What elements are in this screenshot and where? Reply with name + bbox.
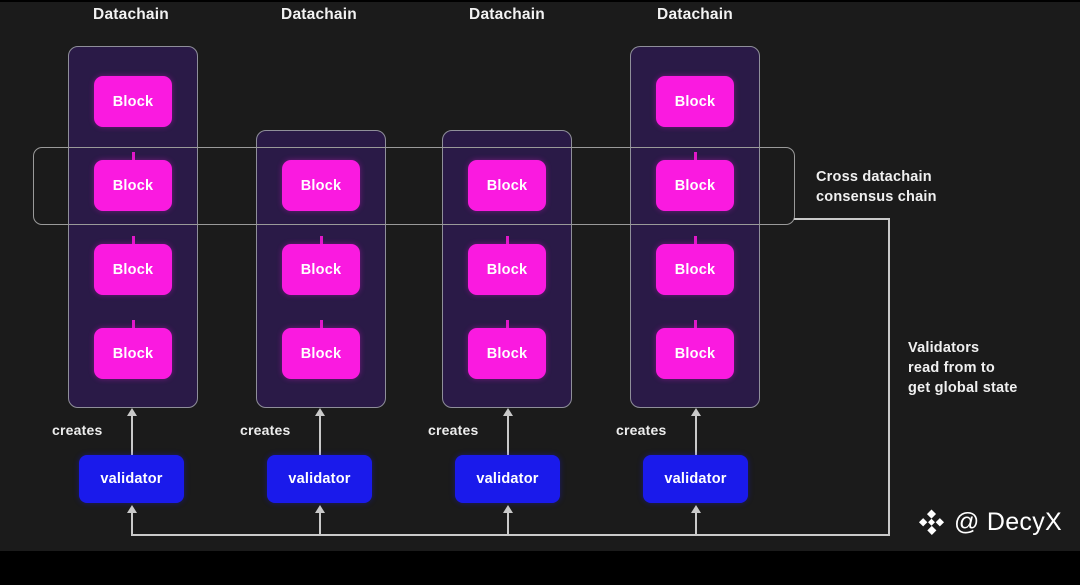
block[interactable]: Block bbox=[94, 328, 172, 379]
block[interactable]: Block bbox=[468, 160, 546, 211]
block[interactable]: Block bbox=[282, 244, 360, 295]
creates-arrow-head-3 bbox=[503, 408, 513, 416]
creates-arrow-head-4 bbox=[691, 408, 701, 416]
datachain-container-2[interactable]: Block Block Block bbox=[256, 130, 386, 408]
diagram-background: Datachain Datachain Datachain Datachain … bbox=[0, 2, 1080, 551]
validator-box-3[interactable]: validator bbox=[455, 455, 560, 503]
creates-arrow-line-2 bbox=[319, 416, 321, 455]
validator-box-4[interactable]: validator bbox=[643, 455, 748, 503]
binance-diamond-icon bbox=[918, 509, 944, 535]
creates-label-4: creates bbox=[616, 422, 667, 438]
read-arrow-line-4 bbox=[695, 513, 697, 535]
block[interactable]: Block bbox=[656, 76, 734, 127]
creates-label-2: creates bbox=[240, 422, 291, 438]
block[interactable]: Block bbox=[656, 244, 734, 295]
validator-box-1[interactable]: validator bbox=[79, 455, 184, 503]
block[interactable]: Block bbox=[94, 160, 172, 211]
watermark-handle: @ DecyX bbox=[953, 508, 1062, 536]
datachain-title-3: Datachain bbox=[469, 6, 545, 23]
global-state-bus-line bbox=[131, 534, 889, 536]
watermark: @ DecyX bbox=[918, 508, 1062, 537]
datachain-container-4[interactable]: Block Block Block Block bbox=[630, 46, 760, 408]
read-arrow-head-4 bbox=[691, 505, 701, 513]
creates-label-3: creates bbox=[428, 422, 479, 438]
read-arrow-line-3 bbox=[507, 513, 509, 535]
datachain-container-3[interactable]: Block Block Block bbox=[442, 130, 572, 408]
read-arrow-head-1 bbox=[127, 505, 137, 513]
datachain-container-1[interactable]: Block Block Block Block bbox=[68, 46, 198, 408]
block[interactable]: Block bbox=[468, 328, 546, 379]
datachain-title-1: Datachain bbox=[93, 6, 169, 23]
datachain-title-4: Datachain bbox=[657, 6, 733, 23]
creates-arrow-line-3 bbox=[507, 416, 509, 455]
read-arrow-line-2 bbox=[319, 513, 321, 535]
datachain-title-2: Datachain bbox=[281, 6, 357, 23]
block[interactable]: Block bbox=[94, 76, 172, 127]
consensus-chain-label: Cross datachain consensus chain bbox=[816, 169, 937, 205]
read-arrow-line-1 bbox=[131, 513, 133, 535]
validators-read-label: Validators read from to get global state bbox=[908, 340, 1018, 396]
consensus-box-tap-line bbox=[794, 218, 889, 220]
block[interactable]: Block bbox=[468, 244, 546, 295]
read-arrow-head-3 bbox=[503, 505, 513, 513]
creates-arrow-head-1 bbox=[127, 408, 137, 416]
read-arrow-head-2 bbox=[315, 505, 325, 513]
creates-arrow-line-4 bbox=[695, 416, 697, 455]
consensus-to-bus-line bbox=[888, 218, 890, 536]
block[interactable]: Block bbox=[656, 328, 734, 379]
block[interactable]: Block bbox=[282, 328, 360, 379]
block[interactable]: Block bbox=[282, 160, 360, 211]
validator-box-2[interactable]: validator bbox=[267, 455, 372, 503]
creates-label-1: creates bbox=[52, 422, 103, 438]
creates-arrow-line-1 bbox=[131, 416, 133, 455]
block[interactable]: Block bbox=[94, 244, 172, 295]
block[interactable]: Block bbox=[656, 160, 734, 211]
creates-arrow-head-2 bbox=[315, 408, 325, 416]
